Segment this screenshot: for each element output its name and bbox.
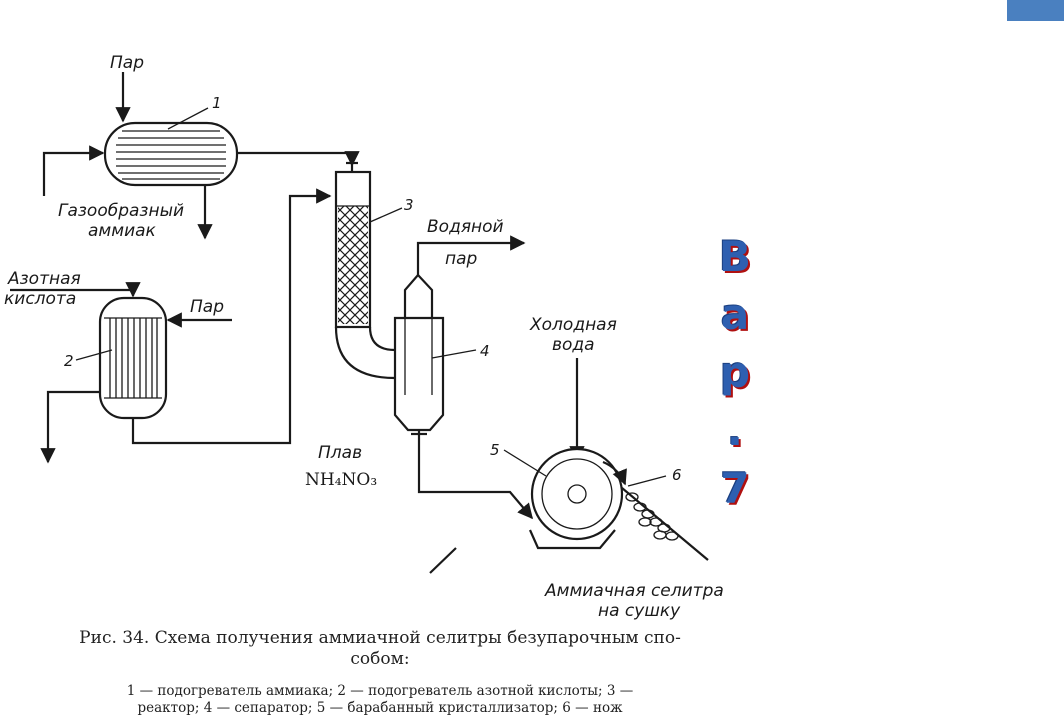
- label-product-2: на сушку: [598, 601, 681, 621]
- caption-line: собом:: [350, 649, 410, 669]
- caption-line: Рис. 34. Схема получения аммиачной селит…: [79, 628, 681, 648]
- leader-2: [75, 349, 113, 361]
- callout-6: 6: [672, 466, 682, 484]
- side-letter: р: [719, 348, 751, 397]
- ammonia-heater: [103, 121, 239, 187]
- label-water-steam-2: пар: [445, 249, 478, 269]
- label-steam-mid: Пар: [190, 297, 224, 317]
- ammonia-inlet-line: [42, 145, 105, 196]
- callout-3: 3: [404, 196, 414, 214]
- acid-inlet-line: [10, 282, 141, 298]
- label-cold-water-2: вода: [552, 335, 595, 355]
- callout-1: 1: [212, 94, 222, 112]
- label-cold-water-1: Холодная: [529, 315, 617, 335]
- reactor: [334, 161, 396, 380]
- separator: [393, 273, 445, 442]
- callout-2: 2: [64, 352, 74, 370]
- heater2-drain: [40, 390, 100, 464]
- legend-line: 1 — подогреватель аммиака; 2 — подогрева…: [126, 683, 634, 699]
- leader-6: [627, 475, 667, 487]
- label-melt: Плав: [318, 443, 362, 463]
- label-nitric-acid-1: Азотная: [7, 269, 81, 289]
- side-letter: а: [720, 290, 750, 339]
- label-product-1: Аммиачная селитра: [544, 581, 724, 601]
- figure-caption: Рис. 34. Схема получения аммиачной селит…: [0, 628, 760, 670]
- corner-tab: [1007, 0, 1064, 21]
- drum-crystallizer: [528, 447, 627, 550]
- side-letter: 7: [720, 464, 750, 513]
- process-diagram: 1 2 3 4 5 6 Пар Газообразный аммиак Азот…: [4, 53, 724, 621]
- leader-3: [369, 207, 403, 223]
- leader-4: [431, 349, 477, 359]
- leader-5: [503, 449, 547, 477]
- side-letter: В: [718, 232, 751, 281]
- side-letters: В а р . 7: [700, 228, 770, 518]
- figure-legend: 1 — подогреватель аммиака; 2 — подогрева…: [0, 683, 760, 717]
- callout-5: 5: [490, 441, 500, 459]
- acid-heater: [98, 296, 168, 420]
- label-melt-formula: NH₄NO₃: [305, 470, 377, 490]
- melt-line: [417, 442, 533, 520]
- label-nitric-acid-2: кислота: [4, 289, 76, 309]
- knife-and-product: [429, 487, 709, 574]
- callout-4: 4: [480, 342, 490, 360]
- label-water-steam-1: Водяной: [427, 217, 504, 237]
- side-letter: .: [727, 406, 743, 455]
- label-gas-ammonia-1: Газообразный: [58, 201, 184, 221]
- ammonia-to-reactor: [237, 151, 360, 167]
- acid-to-reactor: [131, 188, 332, 445]
- leader-1: [167, 107, 209, 130]
- water-steam-outlet: [416, 235, 526, 275]
- label-gas-ammonia-2: аммиак: [88, 221, 157, 241]
- legend-line: реактор; 4 — сепаратор; 5 — барабанный к…: [137, 700, 623, 716]
- label-steam-top: Пар: [110, 53, 144, 73]
